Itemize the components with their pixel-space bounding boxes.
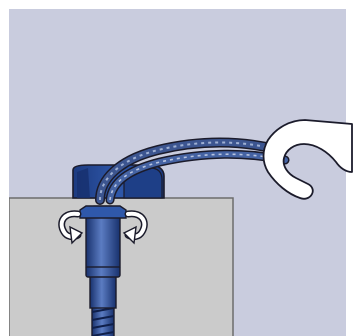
clamp-arrow-icon — [58, 210, 84, 245]
threaded-rod — [91, 305, 115, 336]
main-tube — [85, 211, 121, 268]
clamp-arrow-icon — [122, 210, 148, 245]
twisted-rope-icon — [95, 137, 290, 205]
open-end-wrench-icon — [262, 119, 353, 200]
lower-tube — [89, 275, 117, 309]
clamp-wings — [79, 205, 127, 219]
base-block — [9, 197, 234, 336]
